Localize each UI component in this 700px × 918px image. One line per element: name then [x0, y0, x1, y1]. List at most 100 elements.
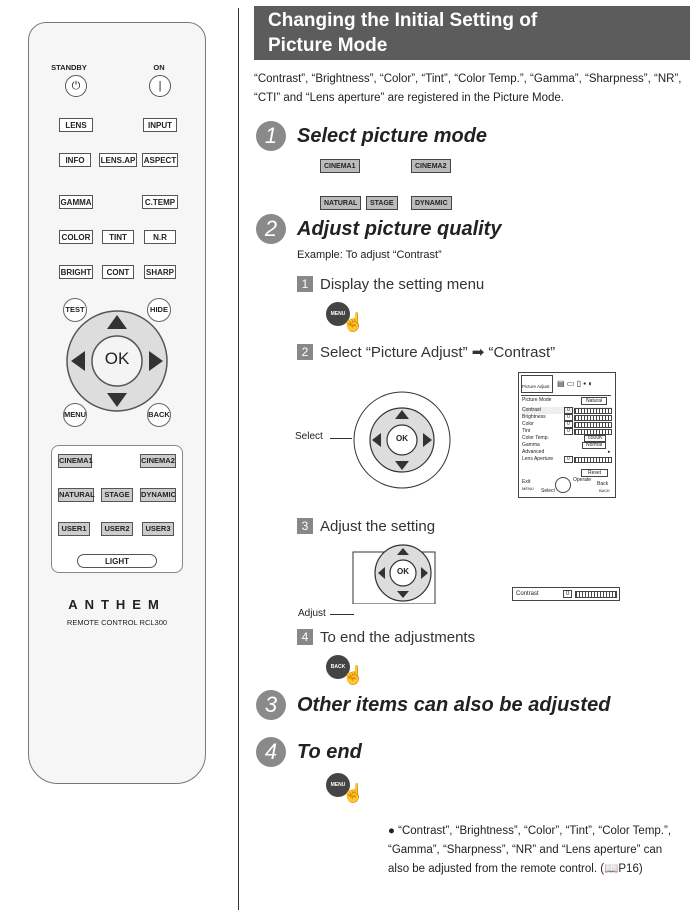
arrow-right-icon: ➡ [471, 344, 485, 361]
user3-button[interactable]: USER3 [142, 522, 174, 536]
example-text: Example: To adjust “Contrast” [297, 249, 442, 261]
stage-button: STAGE [366, 196, 398, 210]
info-button[interactable]: INFO [59, 153, 91, 167]
standby-label: STANDBY [51, 63, 87, 72]
hide-button[interactable]: HIDE [147, 298, 171, 322]
cinema2-button[interactable]: CINEMA2 [140, 454, 176, 468]
note-ref: P16 [618, 863, 639, 875]
substep-3: 3 Adjust the setting [297, 518, 435, 535]
stage-button[interactable]: STAGE [101, 488, 133, 502]
back-button[interactable]: BACK [147, 403, 171, 427]
menu-footer-dpad-icon [555, 477, 571, 493]
step-3-title: Other items can also be adjusted [297, 694, 611, 716]
cinema1-button: CINEMA1 [320, 159, 360, 173]
ctemp-button[interactable]: C.TEMP [142, 195, 178, 209]
step-1-number: 1 [256, 121, 286, 151]
adjust-leader-line [330, 614, 354, 615]
ok-label: OK [396, 434, 408, 443]
color-button[interactable]: COLOR [59, 230, 93, 244]
picture-adjust-menu: Picture Adjust ▤ ▭ ▯ ▪ ◐ Picture Mode Na… [518, 372, 616, 498]
on-button[interactable]: | [149, 75, 171, 97]
menu-footer-back: Back [597, 481, 609, 487]
book-icon: 📖 [604, 863, 619, 875]
substep-2-target: “Contrast” [488, 344, 556, 361]
cont-button[interactable]: CONT [102, 265, 134, 279]
on-label: ON [153, 63, 165, 72]
remote-model: REMOTE CONTROL RCL300 [66, 618, 168, 627]
header-line1: Changing the Initial Setting of [268, 10, 538, 31]
menu-button[interactable]: MENU [63, 403, 87, 427]
menu-picture-mode-value: Natural [581, 397, 608, 405]
menu-row: Color Temp.6500K [522, 435, 612, 442]
bullet-icon: ● [388, 825, 395, 837]
menu-tab-icons: ▤ ▭ ▯ ▪ ◐ [557, 379, 594, 388]
contrast-bar: Contrast 0 [512, 587, 620, 601]
substep-2-text: Select “Picture Adjust” [320, 344, 468, 361]
substep-2: 2 Select “Picture Adjust” ➡ “Contrast” [297, 343, 555, 361]
standby-button[interactable]: ⏻ [65, 75, 87, 97]
step-1-title: Select picture mode [297, 125, 488, 147]
substep-3-text: Adjust the setting [320, 518, 436, 535]
substep-4: 4 To end the adjustments [297, 629, 475, 646]
sharp-button[interactable]: SHARP [144, 265, 176, 279]
step-4-title: To end [297, 741, 362, 763]
menu-footer-menu: MENU [522, 486, 534, 491]
step-2-number: 2 [256, 214, 286, 244]
menu-tab: Picture Adjust [521, 375, 553, 393]
dynamic-button: DYNAMIC [411, 196, 452, 210]
step-4-number: 4 [256, 737, 286, 767]
hand-pointer-icon: ☝ [342, 665, 365, 685]
menu-reset: Reset [581, 469, 609, 477]
light-button[interactable]: LIGHT [77, 554, 157, 568]
adjust-label: Adjust [298, 608, 326, 619]
step-3-number: 3 [256, 690, 286, 720]
cinema1-button[interactable]: CINEMA1 [58, 454, 93, 468]
dpad-select-diagram [353, 391, 451, 489]
lens-button[interactable]: LENS [59, 118, 93, 132]
dpad[interactable] [65, 309, 169, 413]
nr-button[interactable]: N.R [144, 230, 176, 244]
dynamic-button[interactable]: DYNAMIC [140, 488, 176, 502]
ok-label: OK [397, 567, 409, 576]
substep-1-text: Display the setting menu [320, 276, 485, 293]
step-2-title: Adjust picture quality [297, 218, 502, 240]
user1-button[interactable]: USER1 [58, 522, 90, 536]
bright-button[interactable]: BRIGHT [59, 265, 93, 279]
header-line2: Picture Mode [268, 35, 388, 56]
dpad-adjust-diagram [352, 544, 436, 604]
back-button-icon: BACK [326, 655, 350, 679]
tint-button[interactable]: TINT [102, 230, 134, 244]
aspect-button[interactable]: ASPECT [142, 153, 178, 167]
substep-4-text: To end the adjustments [320, 629, 476, 646]
input-button[interactable]: INPUT [143, 118, 177, 132]
natural-button: NATURAL [320, 196, 362, 210]
substep-4-number: 4 [297, 629, 313, 645]
natural-button[interactable]: NATURAL [58, 488, 95, 502]
substep-2-number: 2 [297, 344, 313, 360]
menu-button-icon: MENU [326, 302, 350, 326]
brand-logo: ANTHEM [68, 597, 166, 612]
test-button[interactable]: TEST [63, 298, 87, 322]
remote-control: STANDBY ON ⏻ | LENS INPUT INFO LENS.AP A… [28, 22, 206, 784]
user2-button[interactable]: USER2 [101, 522, 133, 536]
gamma-button[interactable]: GAMMA [59, 195, 93, 209]
menu-footer-select: Select [541, 488, 555, 494]
hand-pointer-icon: ☝ [342, 312, 365, 332]
menu-rule [521, 395, 611, 396]
ok-button[interactable]: OK [104, 349, 130, 368]
menu-row: Advanced▸ [522, 449, 611, 455]
select-leader-line [330, 438, 352, 439]
lens-ap-button[interactable]: LENS.AP [99, 153, 137, 167]
menu-footer-exit: Exit [522, 479, 531, 485]
substep-3-number: 3 [297, 518, 313, 534]
cinema2-button: CINEMA2 [411, 159, 451, 173]
note: ● “Contrast”, “Brightness”, “Color”, “Ti… [388, 825, 672, 875]
menu-picture-mode-label: Picture Mode [522, 397, 552, 403]
